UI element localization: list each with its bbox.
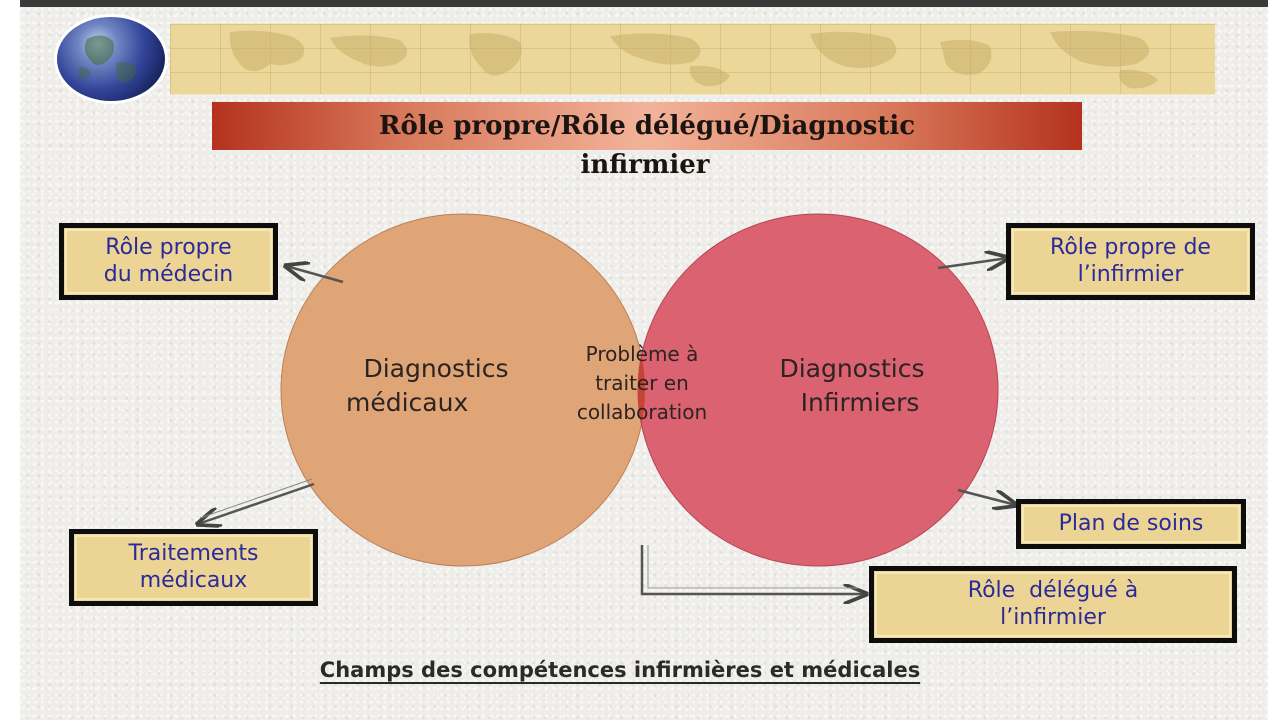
left-circle-label-line-2: médicaux — [346, 387, 469, 417]
intersection-label: Problème à traiter en collaboration — [544, 340, 740, 427]
box-traitements-line-1: Traitements — [128, 540, 259, 566]
world-map-banner — [170, 23, 1215, 95]
left-circle-label-line-1: Diagnostics — [363, 354, 509, 383]
box-traitements-medicaux: Traitements médicaux — [69, 529, 318, 606]
arrow-to-plan-de-soins — [957, 488, 1016, 505]
box-role-delegue: Rôle délégué à l’infirmier — [869, 566, 1237, 643]
world-map-silhouette — [229, 30, 1158, 89]
globe-continents — [79, 35, 137, 83]
intersection-label-line-3: collaboration — [576, 400, 708, 424]
box-plan-de-soins-line-1: Plan de soins — [1058, 510, 1204, 536]
box-role-delegue-line-1: Rôle délégué à — [967, 577, 1139, 603]
arrow-to-role-delegue — [640, 545, 866, 594]
arrow-to-role-propre-medecin — [286, 266, 344, 284]
box-role-propre-medecin-line-2: du médecin — [103, 261, 234, 287]
title-line-1: Rôle propre/Rôle délégué/Diagnostic — [378, 111, 916, 141]
right-circle-label-line-2: Infirmiers — [800, 387, 920, 417]
footer-caption: Champs des compétences infirmières et mé… — [319, 658, 921, 682]
globe-icon — [57, 17, 165, 101]
box-role-propre-medecin: Rôle propre du médecin — [59, 223, 278, 300]
box-role-propre-medecin-line-1: Rôle propre — [105, 234, 232, 260]
box-role-propre-infirmier-line-1: Rôle propre de — [1050, 234, 1211, 260]
arrow-to-role-propre-infirmier — [937, 258, 1008, 268]
box-plan-de-soins: Plan de soins — [1016, 499, 1246, 549]
right-circle-label: Diagnostics Infirmiers — [752, 352, 952, 420]
title-banner: Rôle propre/Rôle délégué/Diagnostic — [212, 102, 1082, 150]
box-role-delegue-line-2: l’infirmier — [1000, 604, 1106, 630]
intersection-label-line-1: Problème à — [585, 342, 699, 366]
box-role-propre-infirmier-line-2: l’infirmier — [1077, 261, 1184, 287]
top-bar — [20, 0, 1268, 7]
intersection-label-line-2: traiter en — [595, 371, 689, 395]
title-line-2: infirmier — [580, 150, 710, 180]
box-traitements-line-2: médicaux — [139, 567, 248, 593]
left-circle-label: Diagnostics médicaux — [336, 352, 536, 420]
left-margin — [0, 0, 20, 720]
box-role-propre-infirmier: Rôle propre de l’infirmier — [1006, 223, 1255, 300]
arrow-to-traitements — [198, 478, 315, 524]
right-circle-label-line-1: Diagnostics — [779, 354, 925, 383]
